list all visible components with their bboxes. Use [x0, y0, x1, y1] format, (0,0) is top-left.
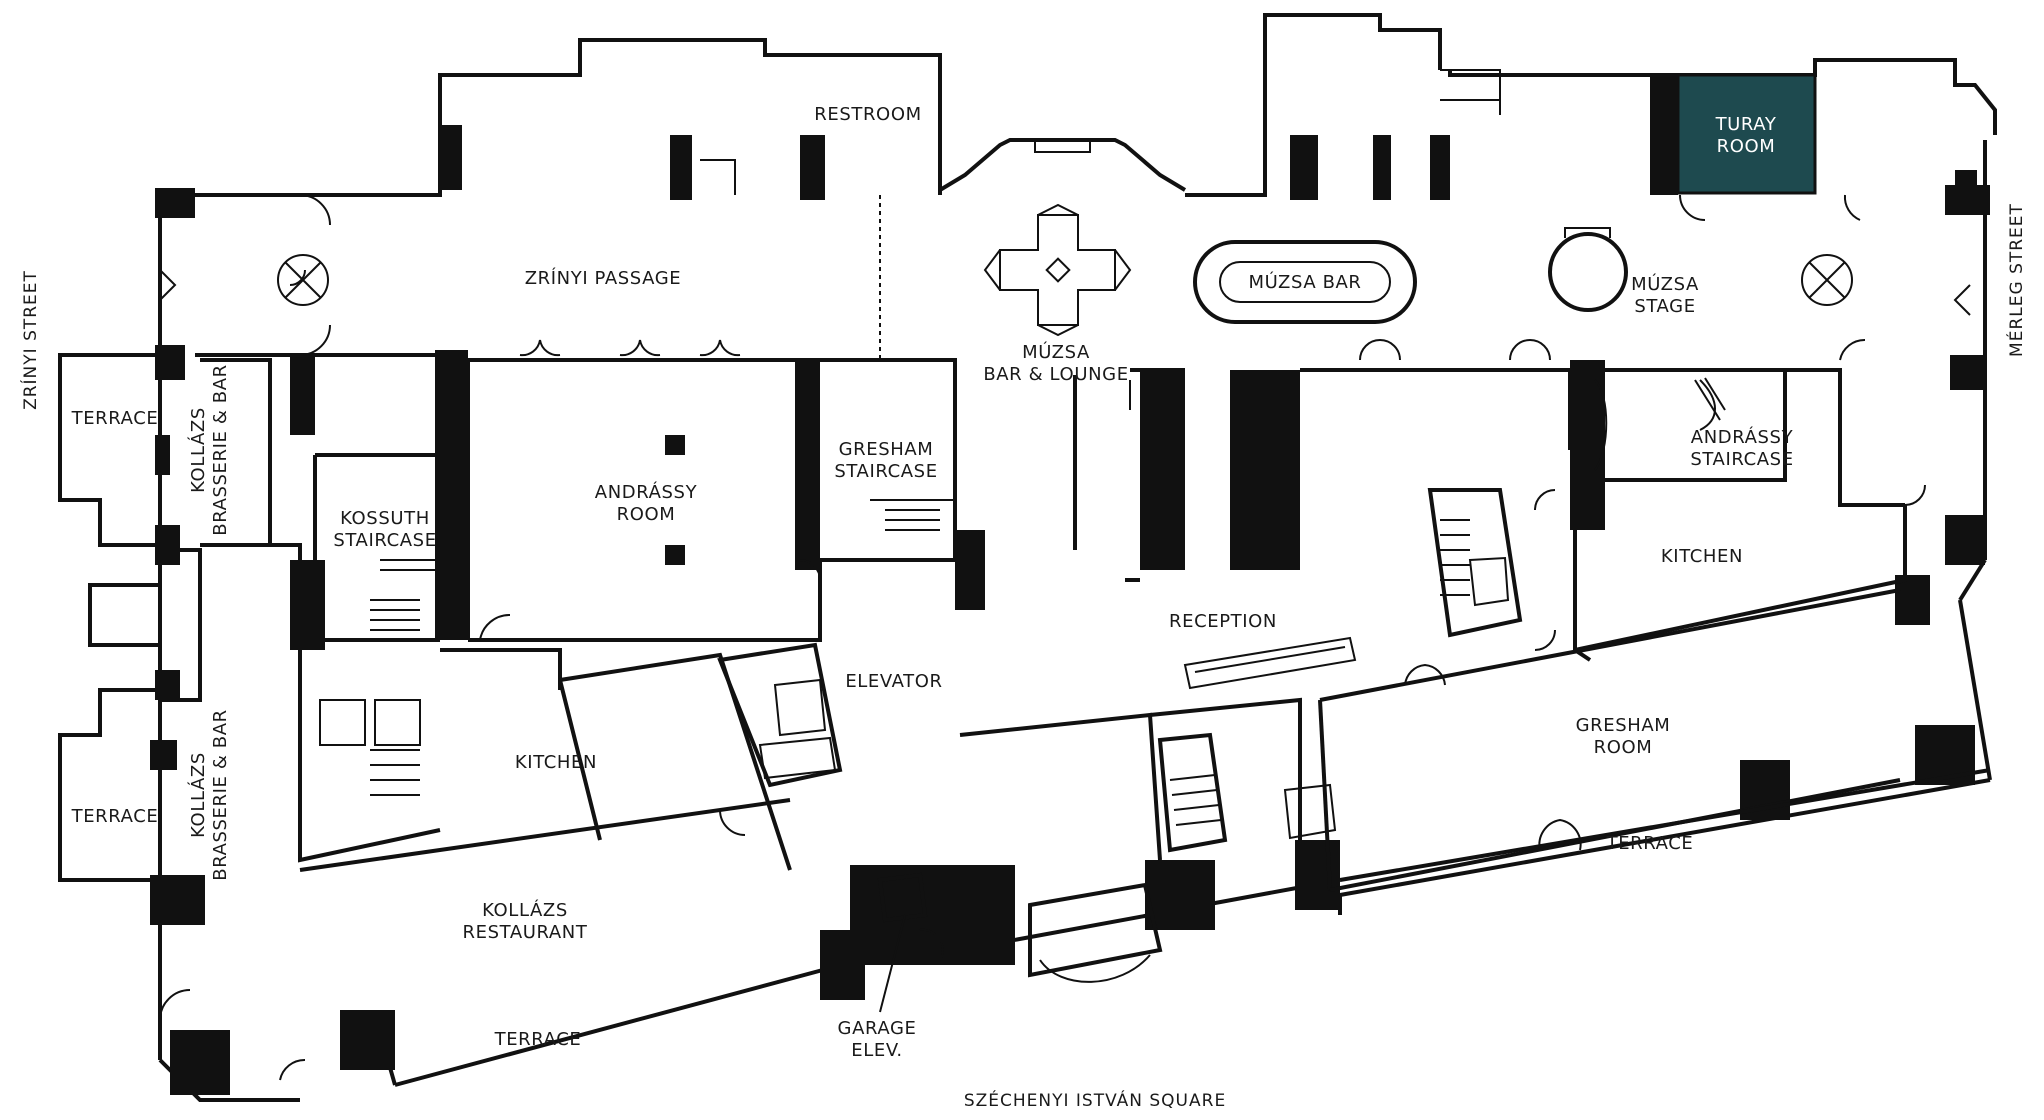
label-kollazs-brasserie-top-1: KOLLÁZS — [187, 407, 209, 493]
label-terrace-east: TERRACE — [1606, 833, 1694, 854]
label-turay-room-1[interactable]: TURAY — [1715, 114, 1777, 135]
label-gresham-room-1: GRESHAM — [1576, 715, 1671, 736]
label-garage-elevator-2: ELEV. — [851, 1040, 903, 1061]
turay-room-highlight[interactable] — [1676, 73, 1817, 195]
garage-elevator-leader — [879, 914, 906, 1013]
west-terraces — [58, 353, 161, 882]
label-andrassy-room-1: ANDRÁSSY — [595, 481, 698, 503]
room-labels: RESTROOM ZRÍNYI PASSAGE MÚZSA BAR & LOUN… — [71, 104, 1794, 1061]
label-terrace-west-bottom: TERRACE — [71, 806, 159, 827]
label-kollazs-restaurant-2: RESTAURANT — [463, 922, 588, 943]
fixtures — [155, 203, 1853, 826]
street-west: ZRÍNYI STREET — [19, 270, 41, 410]
ceiling-light-west — [277, 254, 329, 306]
label-terrace-west-top: TERRACE — [71, 408, 159, 429]
lounge-cross-table — [983, 203, 1132, 337]
muzsa-bar-oval — [1193, 240, 1417, 324]
label-gresham-staircase-1: GRESHAM — [839, 439, 934, 460]
label-kitchen-west: KITCHEN — [515, 752, 597, 773]
street-east: MÉRLEG STREET — [2005, 203, 2027, 357]
wall-blocks — [150, 75, 1990, 1095]
interior-walls — [160, 69, 1991, 983]
label-gresham-staircase-2: STAIRCASE — [834, 461, 937, 482]
label-andrassy-staircase-1: ANDRÁSSY — [1691, 426, 1794, 448]
label-muzsa-bar-lounge-1: MÚZSA — [1022, 341, 1090, 363]
muzsa-stage-circle — [1548, 227, 1628, 312]
label-muzsa-stage-2: STAGE — [1634, 296, 1695, 317]
label-andrassy-room-2: ROOM — [617, 504, 676, 525]
street-labels: ZRÍNYI STREET MÉRLEG STREET SZÉCHENYI IS… — [19, 203, 2027, 1111]
street-south: SZÉCHENYI ISTVÁN SQUARE — [964, 1089, 1226, 1111]
label-andrassy-staircase-2: STAIRCASE — [1690, 449, 1793, 470]
label-kossuth-staircase-1: KOSSUTH — [340, 508, 430, 529]
label-reception: RECEPTION — [1169, 611, 1277, 632]
label-restroom: RESTROOM — [814, 104, 921, 125]
label-elevator: ELEVATOR — [845, 671, 942, 692]
label-kollazs-brasserie-top-2: BRASSERIE & BAR — [210, 364, 231, 536]
label-turay-room-2[interactable]: ROOM — [1717, 136, 1776, 157]
label-muzsa-bar: MÚZSA BAR — [1248, 271, 1361, 293]
label-kossuth-staircase-2: STAIRCASE — [333, 530, 436, 551]
label-muzsa-bar-lounge-2: BAR & LOUNGE — [983, 364, 1128, 385]
label-muzsa-stage-1: MÚZSA — [1631, 273, 1699, 295]
ceiling-light-east — [1801, 254, 1853, 306]
label-kollazs-brasserie-bottom-1: KOLLÁZS — [187, 752, 209, 838]
label-gresham-room-2: ROOM — [1594, 737, 1653, 758]
label-garage-elevator-1: GARAGE — [838, 1018, 917, 1039]
label-kollazs-restaurant-1: KOLLÁZS — [482, 899, 568, 921]
label-zrinyi-passage: ZRÍNYI PASSAGE — [525, 267, 682, 289]
door-swings — [159, 194, 1971, 1081]
label-kollazs-brasserie-bottom-2: BRASSERIE & BAR — [210, 709, 231, 881]
label-terrace-south: TERRACE — [494, 1029, 582, 1050]
label-kitchen-east: KITCHEN — [1661, 546, 1743, 567]
